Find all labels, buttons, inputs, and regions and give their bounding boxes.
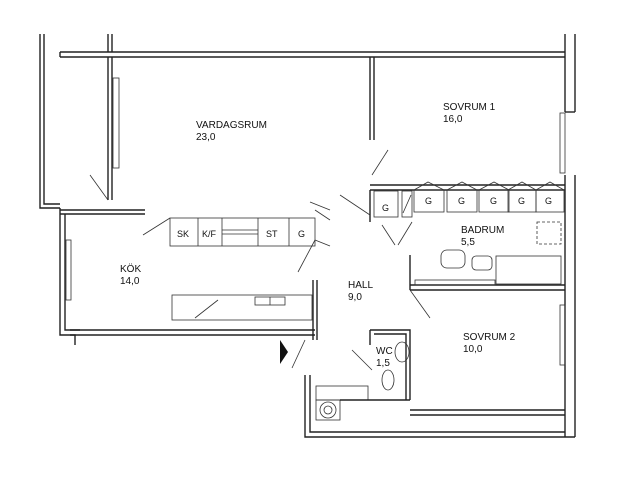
- label-sovrum2-name: SOVRUM 2: [463, 332, 516, 343]
- fixture-labels: SK K/F ST G G G G G G G: [177, 196, 552, 239]
- fixture-g-kitchen-label: G: [298, 229, 305, 239]
- label-sovrum2-area: 10,0: [463, 344, 483, 355]
- fixture-kf-label: K/F: [202, 229, 217, 239]
- label-sovrum1-area: 16,0: [443, 114, 463, 125]
- bathroom-fixtures: [319, 221, 562, 419]
- kitchen-fixtures: [169, 209, 331, 321]
- fixture-st-label: ST: [266, 229, 278, 239]
- fixture-g-hall-label: G: [382, 203, 389, 213]
- fixture-g-wardrobe-5-label: G: [545, 196, 552, 206]
- fixture-g-wardrobe-4-label: G: [518, 196, 525, 206]
- room-labels: VARDAGSRUM 23,0 SOVRUM 1 16,0 BADRUM 5,5…: [120, 102, 516, 369]
- label-badrum-name: BADRUM: [461, 225, 504, 236]
- exterior-walls: [39, 34, 576, 438]
- doors: [89, 149, 431, 371]
- label-vardagsrum-name: VARDAGSRUM: [196, 120, 267, 131]
- fixture-sk-label: SK: [177, 229, 189, 239]
- label-wc-name: WC: [376, 346, 393, 357]
- entrance-arrow: [280, 340, 288, 364]
- fixture-g-wardrobe-1-label: G: [425, 196, 432, 206]
- label-sovrum1-name: SOVRUM 1: [443, 102, 496, 113]
- label-hall-area: 9,0: [348, 292, 362, 303]
- label-vardagsrum-area: 23,0: [196, 132, 216, 143]
- label-wc-area: 1,5: [376, 358, 390, 369]
- label-kok-area: 14,0: [120, 276, 140, 287]
- label-hall-name: HALL: [348, 280, 373, 291]
- fixture-g-wardrobe-3-label: G: [490, 196, 497, 206]
- label-badrum-area: 5,5: [461, 237, 475, 248]
- label-kok-name: KÖK: [120, 263, 141, 275]
- fixture-g-wardrobe-2-label: G: [458, 196, 465, 206]
- wardrobe-row: [373, 181, 565, 218]
